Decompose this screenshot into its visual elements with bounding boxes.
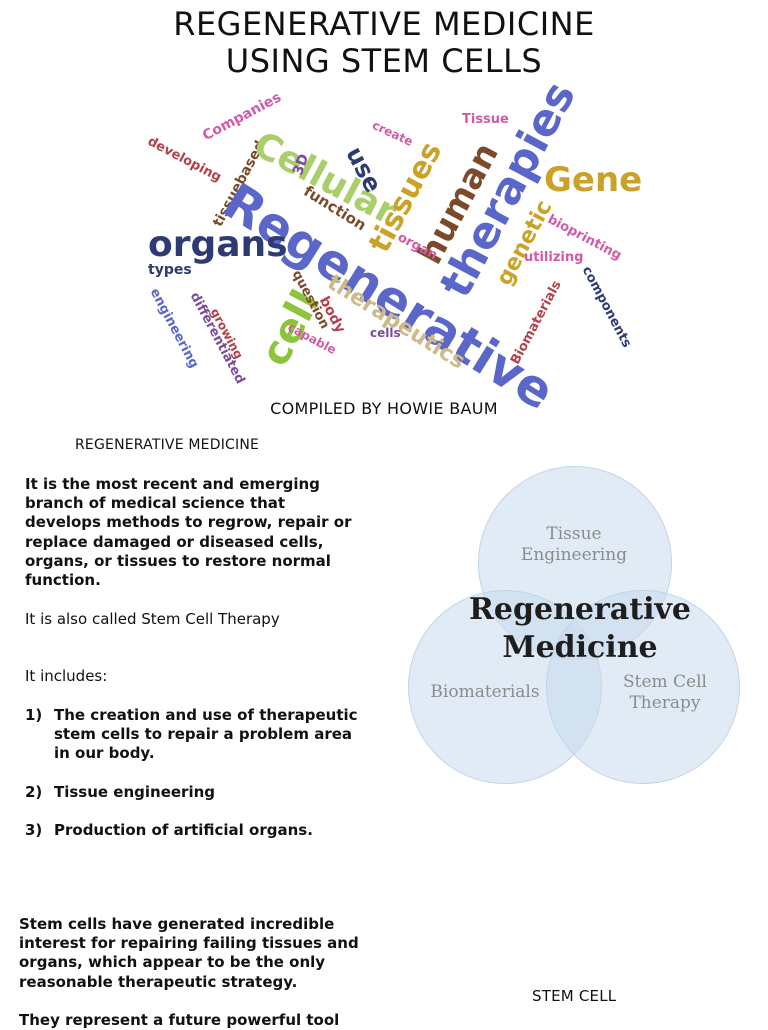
venn-diagram: Tissue Engineering Biomaterials Stem Cel… <box>400 462 750 792</box>
venn-label-biomaterials: Biomaterials <box>430 682 540 702</box>
list-item-text: Production of artificial organs. <box>54 821 313 839</box>
section-title: REGENERATIVE MEDICINE <box>75 437 260 453</box>
word-cells: cells <box>370 326 401 340</box>
compiled-by: COMPILED BY HOWIE BAUM <box>270 399 498 418</box>
list-item-number: 3) <box>25 821 43 839</box>
includes-text: It includes: <box>25 667 108 685</box>
future-paragraph: They represent a future powerful tool <box>19 1011 340 1029</box>
list-item-number: 2) <box>25 783 43 801</box>
venn-label-stem-cell-therapy: Stem Cell Therapy <box>622 672 707 713</box>
list-item-text: Tissue engineering <box>54 783 216 801</box>
word-cloud: Companies developing tissuebased Cellula… <box>140 73 643 421</box>
intro-paragraph: It is the most recent and emerging branc… <box>25 475 352 590</box>
list-item: 2) Tissue engineering <box>25 783 365 802</box>
list-item-number: 1) <box>25 706 43 724</box>
word-utilizing: utilizing <box>524 250 584 265</box>
list-item: 3) Production of artificial organs. <box>25 821 365 840</box>
word-create: create <box>370 118 416 149</box>
list-item: 1) The creation and use of therapeutic s… <box>25 706 365 764</box>
stem-cells-paragraph: Stem cells have generated incredible int… <box>19 915 359 991</box>
word-tissue: Tissue <box>462 112 509 127</box>
list-item-text: The creation and use of therapeutic stem… <box>54 706 358 763</box>
also-called-text: It is also called Stem Cell Therapy <box>25 610 280 628</box>
page-title: REGENERATIVE MEDICINE USING STEM CELLS <box>0 6 768 80</box>
venn-label-tissue-engineering: Tissue Engineering <box>520 524 628 565</box>
word-components: components <box>578 264 635 351</box>
word-organs: organs <box>148 224 288 265</box>
word-types: types <box>148 262 192 278</box>
word-differentiated: differentiated <box>186 290 248 387</box>
venn-circle-stem-cell-therapy <box>546 590 740 784</box>
word-gene: Gene <box>544 160 643 200</box>
title-line-2: USING STEM CELLS <box>225 42 543 80</box>
stem-cell-label: STEM CELL <box>532 987 617 1005</box>
venn-center-label: Regenerative Medicine <box>469 592 691 665</box>
title-line-1: REGENERATIVE MEDICINE <box>173 5 595 43</box>
